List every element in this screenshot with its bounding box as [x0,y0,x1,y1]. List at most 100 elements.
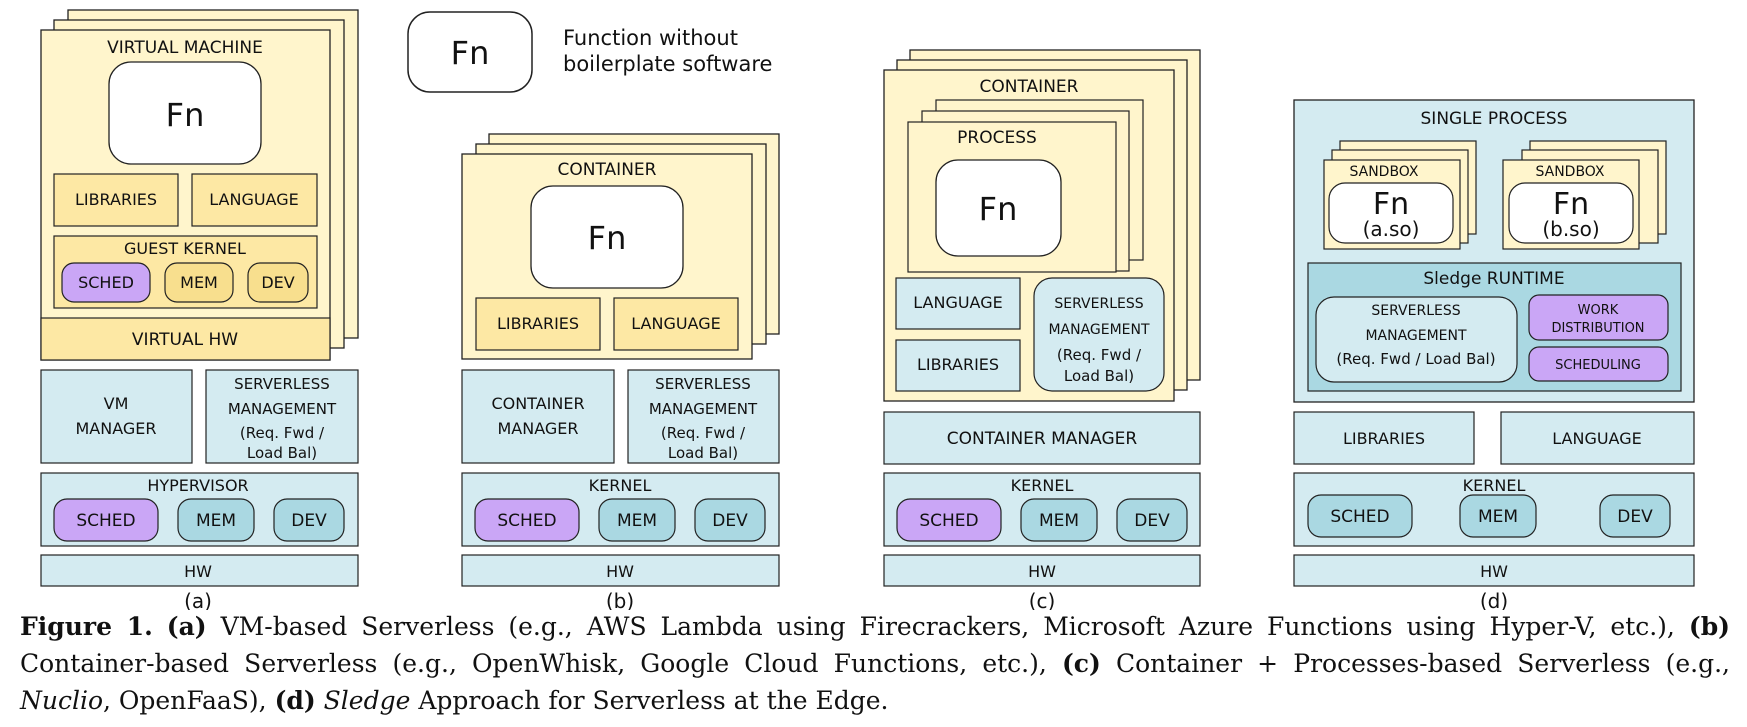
architecture-diagram: Fn Function without boilerplate software… [40,9,1695,610]
libraries-box [475,297,601,351]
sched-pill [474,498,580,542]
sched-pill [1307,494,1413,538]
caption-a-label: (a) [166,612,207,641]
mem-text: MEM [617,511,657,531]
dev-pill [694,498,766,542]
language-text: LANGUAGE [631,314,720,333]
libraries-text: LIBRARIES [497,314,579,333]
container-manager-line2: MANAGER [497,419,578,438]
hyp-sched-pill [53,498,159,542]
work-distribution-line1: WORK [1578,303,1619,318]
serverless-line2: MANAGEMENT [1365,328,1467,344]
dev-pill [247,262,309,303]
serverless-line3: (Req. Fwd / [661,424,746,442]
hw-text: HW [1028,562,1056,581]
sledge-runtime-title: Sledge RUNTIME [1423,269,1564,289]
serverless-mgmt-box [205,369,359,464]
serverless-line1: SERVERLESS [1054,296,1143,312]
fn-text: Fn [979,190,1018,228]
serverless-line2: MANAGEMENT [1048,322,1150,338]
caption-c-text2: , OpenFaaS), [103,686,275,715]
container-title: CONTAINER [558,160,657,180]
fn-a-box [1328,182,1454,244]
caption-figure-label: Figure 1. [20,612,153,641]
legend-text-line1: Function without [563,26,738,50]
fn-text: Fn [588,219,627,257]
dev-text: DEV [261,273,294,292]
legend-fn-text: Fn [451,34,490,72]
fn-box [108,61,262,165]
language-box [613,297,739,351]
caption-b-label: (b) [1688,612,1730,641]
sandbox-b-title: SANDBOX [1535,164,1604,180]
scheduling-box [1528,346,1669,382]
single-process-title: SINGLE PROCESS [1421,109,1568,129]
hyp-mem-pill [177,498,255,542]
virtual-machine-title: VIRTUAL MACHINE [107,38,263,58]
hypervisor-title: HYPERVISOR [147,476,248,495]
serverless-line4: Load Bal) [668,444,738,462]
kernel-title: KERNEL [1011,476,1074,495]
sched-text: SCHED [1330,507,1389,527]
libraries-box [1293,411,1475,465]
language-box [895,277,1021,330]
sched-text: SCHED [919,511,978,531]
virtual-hw-text: VIRTUAL HW [132,330,238,350]
language-text: LANGUAGE [913,293,1002,312]
serverless-line4: Load Bal) [247,444,317,462]
libraries-box [895,339,1021,392]
figure-caption: Figure 1. (a) VM-based Serverless (e.g.,… [20,608,1730,719]
language-box [191,173,318,227]
sched-pill [896,498,1002,542]
hw-text: HW [184,562,212,581]
mem-pill [598,498,676,542]
container-manager-text: CONTAINER MANAGER [947,429,1138,449]
dev-text: DEV [712,511,748,531]
vm-manager-line1: VM [104,394,129,413]
serverless-mgmt-box [627,369,780,464]
serverless-line1: SERVERLESS [234,375,330,393]
vm-manager-box [40,369,193,464]
panel-c-label: (c) [1029,589,1056,610]
hw-box [1293,554,1695,587]
caption-d-label: (d) [274,686,316,715]
panel-d-label: (d) [1480,589,1508,610]
hyp-dev-pill [273,498,345,542]
sched-pill [61,262,151,303]
kernel-title: KERNEL [1463,476,1526,495]
libraries-box [53,173,179,227]
vm-manager-line2: MANAGER [75,419,156,438]
caption-a-text: VM-based Serverless (e.g., AWS Lambda us… [206,612,1689,641]
mem-pill [1459,494,1537,538]
dev-text: DEV [1617,507,1653,527]
container-manager-line1: CONTAINER [491,394,584,413]
language-text: LANGUAGE [209,190,298,209]
libraries-text: LIBRARIES [75,190,157,209]
container-title: CONTAINER [980,77,1079,97]
work-distribution-box [1528,294,1669,341]
language-box [1500,411,1695,465]
serverless-line3: (Req. Fwd / Load Bal) [1336,350,1495,368]
virtual-hw-box [40,317,331,361]
scheduling-text: SCHEDULING [1555,358,1641,373]
caption-c-italic: Nuclio [20,686,104,715]
so-a-text: (a.so) [1363,217,1420,241]
legend: Fn Function without boilerplate software [407,11,772,93]
mem-pill [164,262,234,303]
caption-c-text1: Container + Processes-based Serverless (… [1100,649,1730,678]
hw-box [461,554,780,587]
caption-d-italic: Sledge [323,686,411,715]
mem-text: MEM [1039,511,1079,531]
hw-text: HW [606,562,634,581]
sched-text: SCHED [497,511,556,531]
so-b-text: (b.so) [1542,217,1599,241]
legend-fn-box [407,11,533,93]
fn-b-text: Fn [1553,187,1589,222]
serverless-line3: (Req. Fwd / [240,424,325,442]
guest-kernel-title: GUEST KERNEL [124,239,246,258]
panel-b-label: (b) [606,589,634,610]
serverless-line2: MANAGEMENT [649,400,758,418]
fn-box [935,159,1062,257]
panel-b: CONTAINER Fn LIBRARIES LANGUAGE CONTAINE… [461,133,780,610]
dev-pill [1116,498,1188,542]
